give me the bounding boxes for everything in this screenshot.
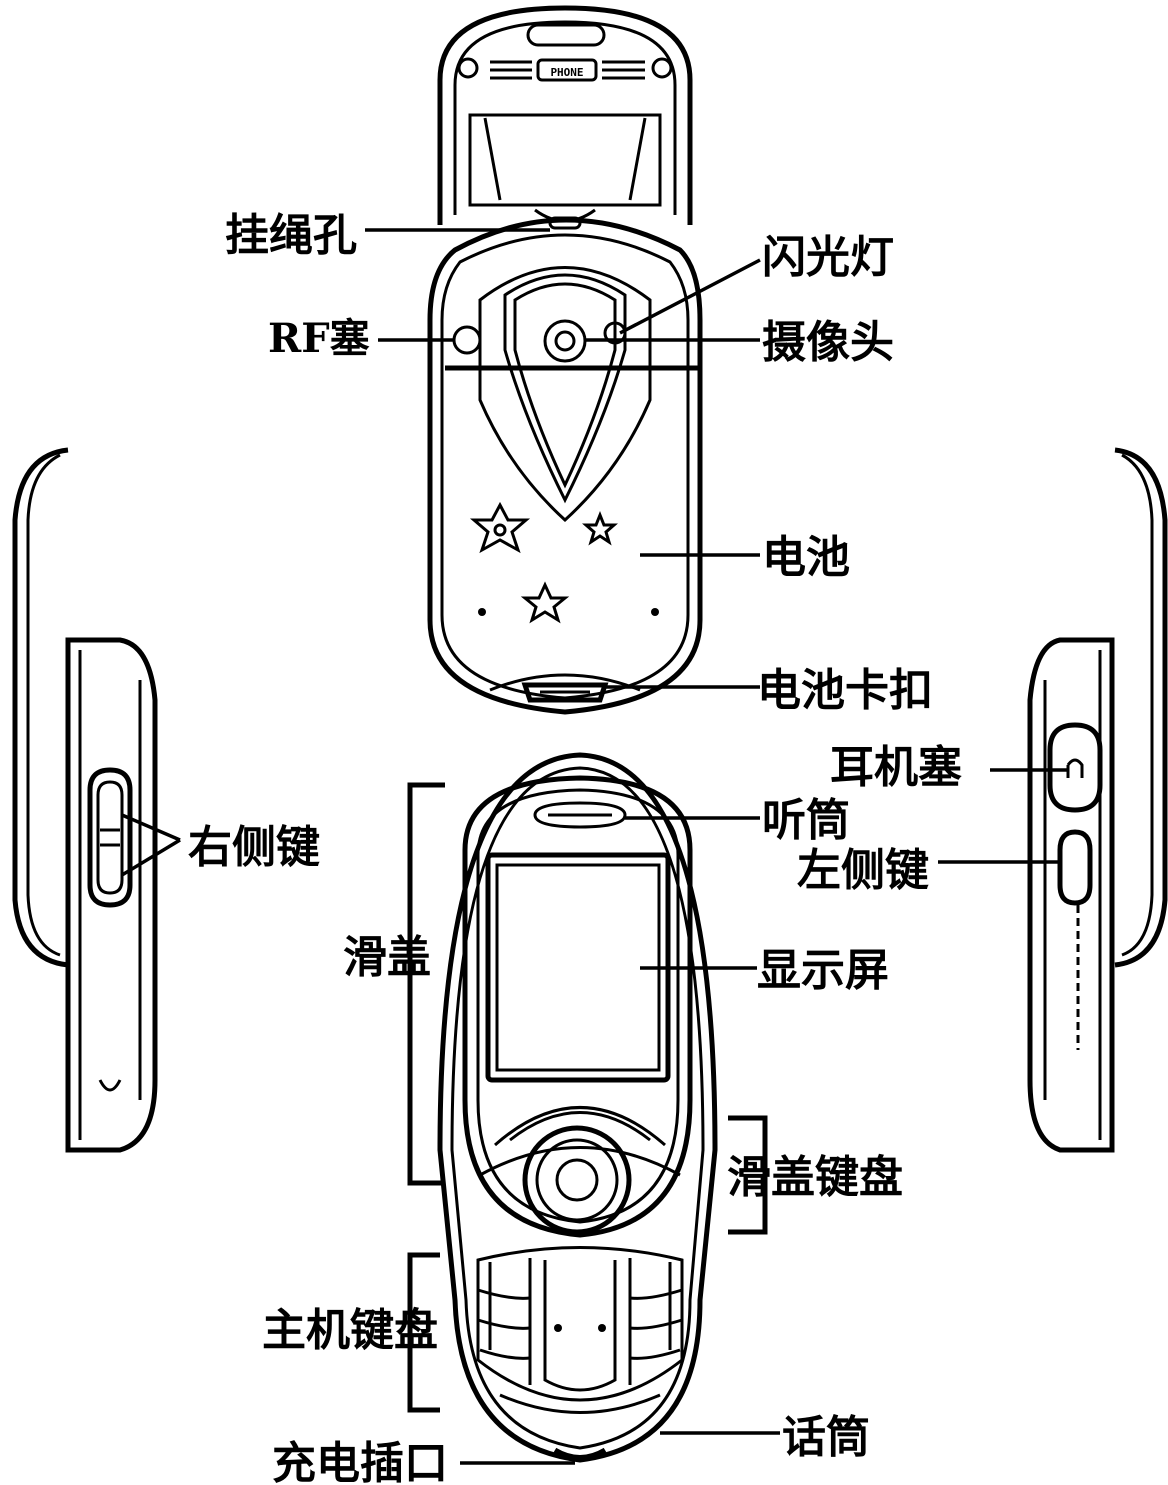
right-side-key (96, 780, 124, 895)
bracket-main-keypad (407, 1252, 440, 1413)
device-logo: PHONE (550, 66, 583, 79)
label-slide-keypad: 滑盖键盘 (727, 1152, 903, 1203)
phone-left-side-view (1027, 447, 1168, 1153)
label-microphone: 话筒 (782, 1412, 870, 1463)
label-display: 显示屏 (757, 945, 889, 996)
label-main-keypad: 主机键盘 (262, 1305, 438, 1356)
label-lanyard-hole: 挂绳孔 (225, 210, 357, 261)
label-left-side-key: 左侧键 (797, 845, 929, 896)
label-flash: 闪光灯 (762, 232, 894, 283)
label-camera: 摄像头 (762, 317, 894, 368)
bracket-slide-cover (407, 782, 445, 1186)
label-charging-port: 充电插口 (272, 1438, 448, 1485)
label-rf-plug: RF塞 (268, 315, 370, 362)
label-earphone-plug: 耳机塞 (830, 742, 962, 793)
label-battery: 电池 (762, 532, 850, 583)
left-side-key (1057, 829, 1093, 906)
charging-port (553, 1447, 607, 1460)
earphone-jack (1047, 722, 1103, 813)
label-right-side-key: 右侧键 (188, 822, 320, 873)
receiver-earpiece (533, 801, 627, 829)
flash-light (603, 321, 627, 345)
phone-back-view: PHONE (427, 5, 703, 715)
label-receiver: 听筒 (762, 795, 850, 846)
navigation-key (522, 1125, 632, 1235)
phone-right-side-view (12, 447, 158, 1153)
bracket-slide-keypad (728, 1115, 768, 1235)
label-battery-latch: 电池卡扣 (757, 665, 933, 716)
camera-lens (543, 319, 587, 363)
phone-front-view (437, 752, 718, 1463)
label-slide-cover: 滑盖 (343, 932, 431, 983)
rf-plug (452, 325, 482, 355)
